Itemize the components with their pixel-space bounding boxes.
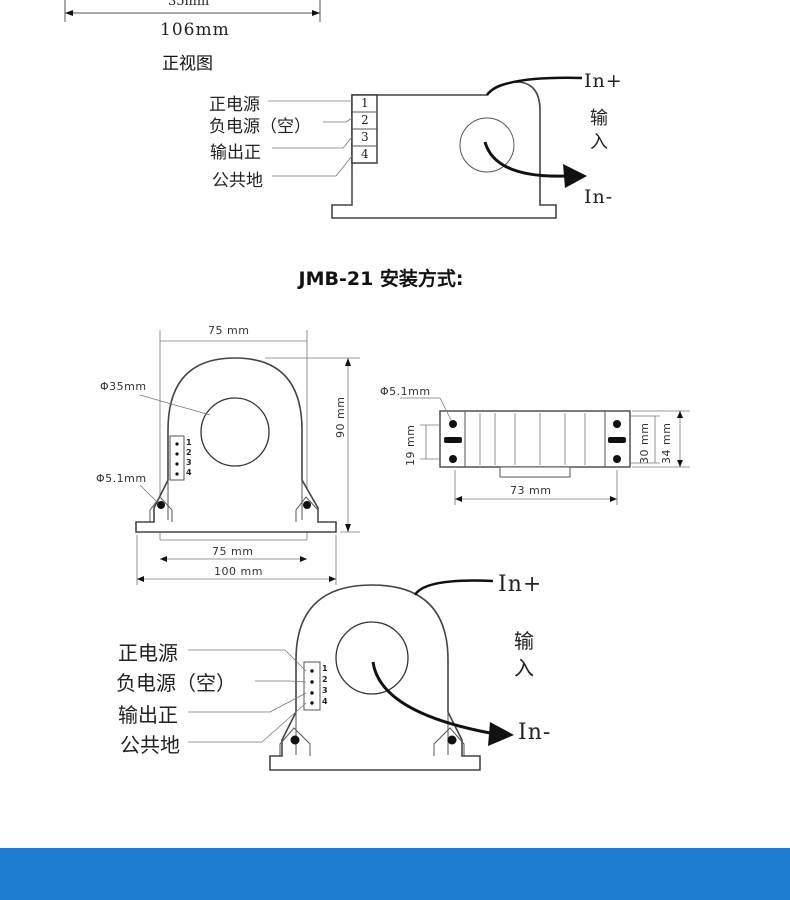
bottom-input-label-bottom: 入: [514, 656, 534, 680]
in-plus-label: In+: [584, 70, 623, 92]
side-drawing: [400, 397, 690, 505]
bottom-input-label-top: 输: [514, 629, 534, 653]
bottom-label-output-positive: 输出正: [118, 703, 178, 727]
in-minus-label: In-: [584, 186, 614, 208]
bottom-label-positive-power: 正电源: [118, 641, 178, 665]
dim-73-label: 73 mm: [510, 484, 552, 497]
section-banner: [0, 848, 790, 900]
front-pin-4: 4: [186, 468, 192, 477]
side-mount-hole-label: Φ5.1mm: [380, 385, 431, 398]
pin-4: 4: [361, 147, 369, 161]
dim-106-label: 106mm: [160, 20, 230, 40]
bottom-label-common-ground: 公共地: [120, 733, 180, 757]
dim-bottom-100: 100 mm: [214, 565, 263, 578]
pin-2: 2: [361, 113, 369, 127]
bottom-pin-4: 4: [322, 697, 328, 706]
bottom-in-plus-label: In+: [498, 572, 543, 597]
front-pin-1: 1: [186, 438, 192, 447]
front-pin-2: 2: [186, 448, 192, 457]
bottom-in-minus-label: In-: [518, 720, 552, 745]
input-label-bottom: 入: [590, 132, 608, 153]
bottom-pin-2: 2: [322, 675, 328, 684]
bottom-label-negative-power: 负电源（空）: [116, 671, 236, 695]
input-label-top: 输: [590, 108, 608, 129]
front-drawing: [135, 330, 360, 585]
pin-3: 3: [361, 130, 369, 144]
dim-top-75: 75 mm: [208, 324, 250, 337]
top-sensor-outline: [268, 76, 587, 219]
dim-19-label: 19 mm: [404, 424, 417, 466]
label-positive-power: 正电源: [209, 95, 260, 115]
front-view-title: 正视图: [162, 54, 213, 74]
front-pin-3: 3: [186, 458, 192, 467]
hole-diameter-label: Φ35mm: [100, 380, 147, 393]
dim-bottom-75: 75 mm: [212, 545, 254, 558]
bottom-sensor-outline: [188, 579, 514, 771]
dim-35-label: 35mm: [168, 0, 210, 9]
bottom-pin-3: 3: [322, 686, 328, 695]
label-common-ground: 公共地: [212, 171, 263, 191]
install-title: JMB-21 安装方式:: [298, 268, 464, 290]
height-90-label: 90 mm: [334, 396, 347, 438]
dim-30-label: 30 mm: [638, 422, 651, 464]
pin-1: 1: [361, 96, 369, 110]
label-output-positive: 输出正: [210, 143, 261, 163]
label-negative-power: 负电源（空）: [209, 117, 311, 137]
bottom-pin-1: 1: [322, 664, 328, 673]
mount-hole-label: Φ5.1mm: [96, 472, 147, 485]
dim-34-label: 34 mm: [660, 422, 673, 464]
top-dimension-lines: [64, 0, 321, 22]
